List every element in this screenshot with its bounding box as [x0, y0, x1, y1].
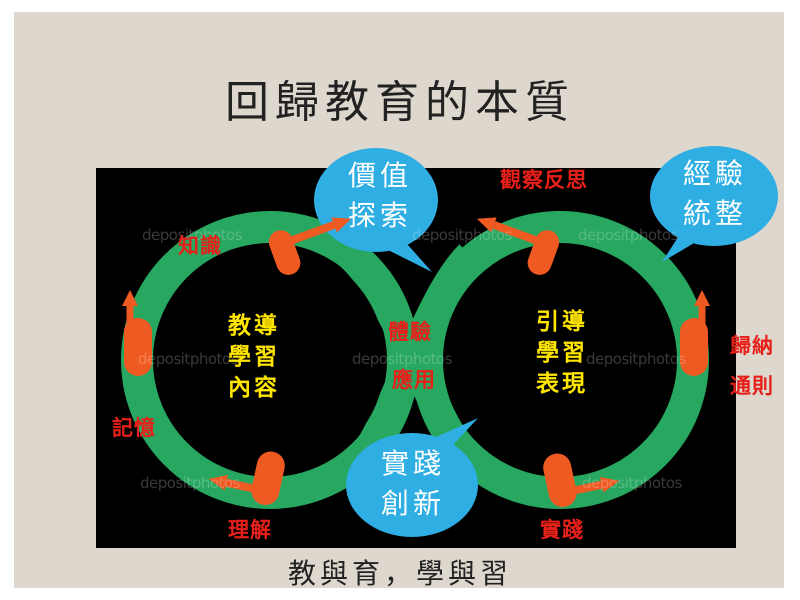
right-loop-line-3: 表現	[536, 370, 588, 397]
stage-observe-reflect: 觀察反思	[500, 167, 588, 192]
watermark: depositphotos	[578, 226, 678, 244]
watermark: depositphotos	[138, 350, 238, 368]
bubble-practice-line-1: 實踐	[380, 447, 445, 480]
watermark: depositphotos	[352, 350, 452, 368]
bubble-practice-innovation-shape	[346, 418, 478, 537]
center-label-line-2: 應用	[392, 367, 436, 392]
watermark: depositphotos	[412, 226, 512, 244]
bubble-experience-integration-shape	[650, 146, 778, 262]
right-loop-line-2: 學習	[536, 339, 588, 366]
left-loop-line-3: 內容	[228, 374, 280, 401]
left-loop-hole	[155, 245, 385, 475]
watermark: depositphotos	[140, 474, 240, 492]
right-loop-hole	[445, 245, 675, 475]
bubble-value-line-2: 探索	[347, 199, 412, 232]
arrow-understanding-icon	[208, 451, 285, 505]
footer-caption: 教與育，學與習	[287, 557, 512, 590]
stage-memory: 記憶	[112, 415, 156, 440]
bubble-experience-line-2: 統整	[682, 197, 747, 230]
bubble-value-exploration-shape	[314, 148, 438, 272]
arrow-practice-icon	[543, 453, 620, 507]
stage-understanding: 理解	[228, 517, 272, 542]
stage-generalize: 通則	[730, 373, 774, 398]
arrow-knowledge-icon	[268, 217, 352, 275]
bubble-value-exploration: 價值 探索	[340, 156, 420, 236]
left-loop-line-2: 學習	[228, 343, 280, 370]
page-title: 回歸教育的本質	[225, 77, 575, 128]
watermark: depositphotos	[586, 350, 686, 368]
arrow-induce-icon	[680, 290, 710, 376]
arrow-observe-reflect-icon	[476, 217, 560, 275]
right-loop-line-1: 引導	[536, 308, 588, 335]
center-label-line-1: 體驗	[388, 319, 432, 344]
bubble-experience-line-1: 經驗	[682, 157, 747, 190]
stage-knowledge: 知識	[178, 233, 222, 258]
bubble-experience-integration: 經驗 統整	[674, 154, 756, 234]
arrow-memory-icon	[122, 290, 152, 376]
watermark: depositphotos	[582, 474, 682, 492]
bubble-practice-line-2: 創新	[380, 487, 445, 520]
stage-practice: 實踐	[540, 517, 584, 542]
watermark: depositphotos	[142, 226, 242, 244]
bubble-value-line-1: 價值	[347, 159, 412, 192]
bubble-practice-innovation: 實踐 創新	[372, 444, 454, 524]
left-loop-line-1: 教導	[228, 312, 280, 339]
stage-induce: 歸納	[730, 333, 774, 358]
